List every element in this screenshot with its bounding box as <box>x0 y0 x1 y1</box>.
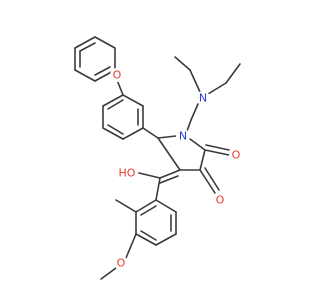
ketone-oxygen-atom: O <box>213 193 227 207</box>
phenyl-bond <box>74 36 96 49</box>
methoxy-o-bond <box>125 233 137 259</box>
n-ethyl-bond <box>190 103 199 121</box>
ring-bond <box>199 149 206 171</box>
bond-lines <box>74 36 241 280</box>
ethyl-bond <box>189 69 201 93</box>
ring-bond <box>189 138 206 151</box>
anisyl-ring-bond <box>155 233 177 246</box>
enol-oh-bond <box>138 172 161 179</box>
phenyl-bond <box>94 36 116 49</box>
methoxy-oxygen-label: O <box>117 257 126 270</box>
phenyl-inner-bond <box>94 66 111 76</box>
enol-cc-double <box>159 175 179 184</box>
amine-nitrogen-atom: N <box>196 91 210 105</box>
ring-nitrogen-atom: N <box>176 129 190 143</box>
anisyl-inner-bond <box>140 230 157 241</box>
middle-ring-inner-bond <box>107 124 124 135</box>
ethyl-bond <box>207 82 227 95</box>
phenoxy-oxygen-atom: O <box>110 68 124 82</box>
ether-bond <box>116 79 124 96</box>
middle-ring-bond <box>122 127 144 140</box>
methoxy-oxygen-atom: O <box>114 256 128 270</box>
middle-ring-bond <box>102 127 124 140</box>
ketone-co-bond <box>199 169 216 194</box>
amine-nitrogen-label: N <box>199 92 207 105</box>
ketone-oxygen-label: O <box>216 194 225 207</box>
middle-ring-bond <box>122 94 144 107</box>
hydroxyl-group: HO <box>117 166 137 180</box>
middle-ring-bond <box>102 94 124 107</box>
ring-bond <box>157 137 181 171</box>
lactam-co-bond <box>204 149 230 156</box>
ring-bond <box>157 135 177 139</box>
enol-cc-bond <box>159 169 181 179</box>
ethyl-bond <box>225 63 241 84</box>
ethyl-bond <box>174 56 191 71</box>
anisyl-inner-bond <box>140 205 157 216</box>
phenoxy-oxygen-label: O <box>113 69 122 82</box>
anisyl-ring-bond <box>135 233 157 246</box>
methyl-bond <box>115 199 137 213</box>
anisyl-ring-bond <box>135 199 157 213</box>
phenyl-bond <box>74 69 96 82</box>
anisyl-ring-bond <box>155 199 177 213</box>
lactam-co-double <box>205 144 230 151</box>
ring-nitrogen-label: N <box>179 130 187 143</box>
ketone-co-double <box>204 167 220 191</box>
lactam-oxygen-label: O <box>232 149 241 162</box>
atom-labels: O N N HO O O O <box>110 68 243 270</box>
methoxy-c-bond <box>100 267 117 280</box>
molecule-structure: O N N HO O O O <box>74 36 243 280</box>
aryl-c5-bond <box>142 127 159 139</box>
hydroxyl-label: HO <box>119 167 136 180</box>
middle-ring-inner-bond <box>107 99 124 110</box>
phenyl-inner-bond <box>79 42 96 52</box>
lactam-oxygen-atom: O <box>229 148 243 162</box>
enol-aryl-bond <box>155 177 161 201</box>
